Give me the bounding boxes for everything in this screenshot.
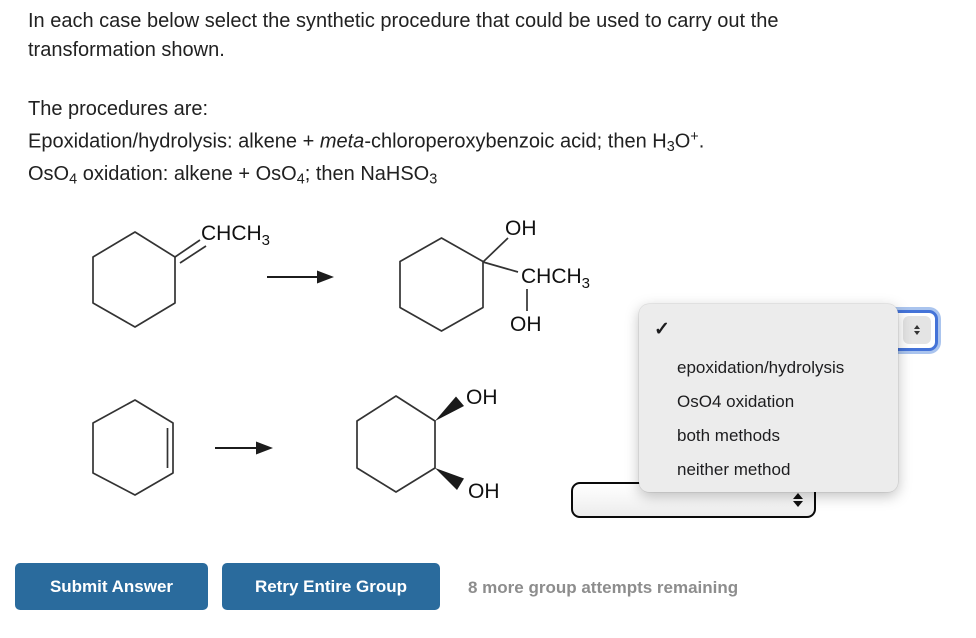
retry-entire-group-button[interactable]: Retry Entire Group	[222, 563, 440, 610]
submit-answer-button[interactable]: Submit Answer	[15, 563, 208, 610]
reaction1-product-structure: OH CHCH3 OH	[399, 217, 590, 336]
reaction1-arrow-icon	[267, 270, 334, 284]
menu-item-neither-method[interactable]: neither method	[677, 460, 791, 479]
menu-item-both-methods[interactable]: both methods	[677, 426, 781, 445]
procedure-dropdown-menu: ✓ epoxidation/hydrolysis OsO4 oxidation …	[639, 304, 898, 492]
menu-item-oso4-oxidation[interactable]: OsO4 oxidation	[677, 392, 795, 411]
chevron-up-icon	[793, 493, 803, 499]
select-stepper-icon	[903, 316, 931, 344]
procedure-epoxidation: Epoxidation/hydrolysis: alkene + meta-ch…	[28, 128, 705, 155]
chevron-up-icon	[914, 325, 920, 329]
procedure-oso4: OsO4 oxidation: alkene + OsO4; then NaHS…	[28, 163, 438, 188]
reaction-diagrams: CHCH3 OH CHCH3 OH OH OH	[92, 217, 590, 503]
prompt-line-2: transformation shown.	[28, 39, 225, 61]
procedures-description: The procedures are: Epoxidation/hydrolys…	[28, 96, 704, 194]
reaction1-product-substituent-label: CHCH3	[521, 265, 590, 292]
menu-item-epoxidation-hydrolysis[interactable]: epoxidation/hydrolysis	[677, 358, 845, 377]
reaction1-product-oh-top-label: OH	[505, 217, 537, 240]
reaction1-reactant-label: CHCH3	[201, 222, 270, 249]
meta-italic: meta	[319, 129, 365, 152]
procedures-heading: The procedures are:	[28, 98, 209, 120]
attempts-remaining-text: 8 more group attempts remaining	[468, 578, 739, 597]
dropdown-options: epoxidation/hydrolysis OsO4 oxidation bo…	[639, 351, 898, 487]
chevron-down-icon	[914, 331, 920, 335]
reaction2-product-oh-bottom-label: OH	[468, 480, 500, 503]
reaction2-reactant-structure	[92, 399, 174, 496]
reaction2-arrow-icon	[215, 441, 273, 455]
reaction1-product-oh-bottom-label: OH	[510, 313, 542, 336]
reaction2-product-structure: OH OH	[356, 386, 500, 503]
chevron-down-icon	[793, 501, 803, 507]
question-prompt: In each case below select the synthetic …	[28, 7, 778, 65]
reaction2-product-oh-top-label: OH	[466, 386, 498, 409]
checkmark-icon: ✓	[654, 319, 670, 340]
select-stepper-icon	[793, 493, 803, 507]
prompt-line-1: In each case below select the synthetic …	[28, 10, 779, 32]
reaction1-reactant-structure: CHCH3	[92, 222, 270, 328]
